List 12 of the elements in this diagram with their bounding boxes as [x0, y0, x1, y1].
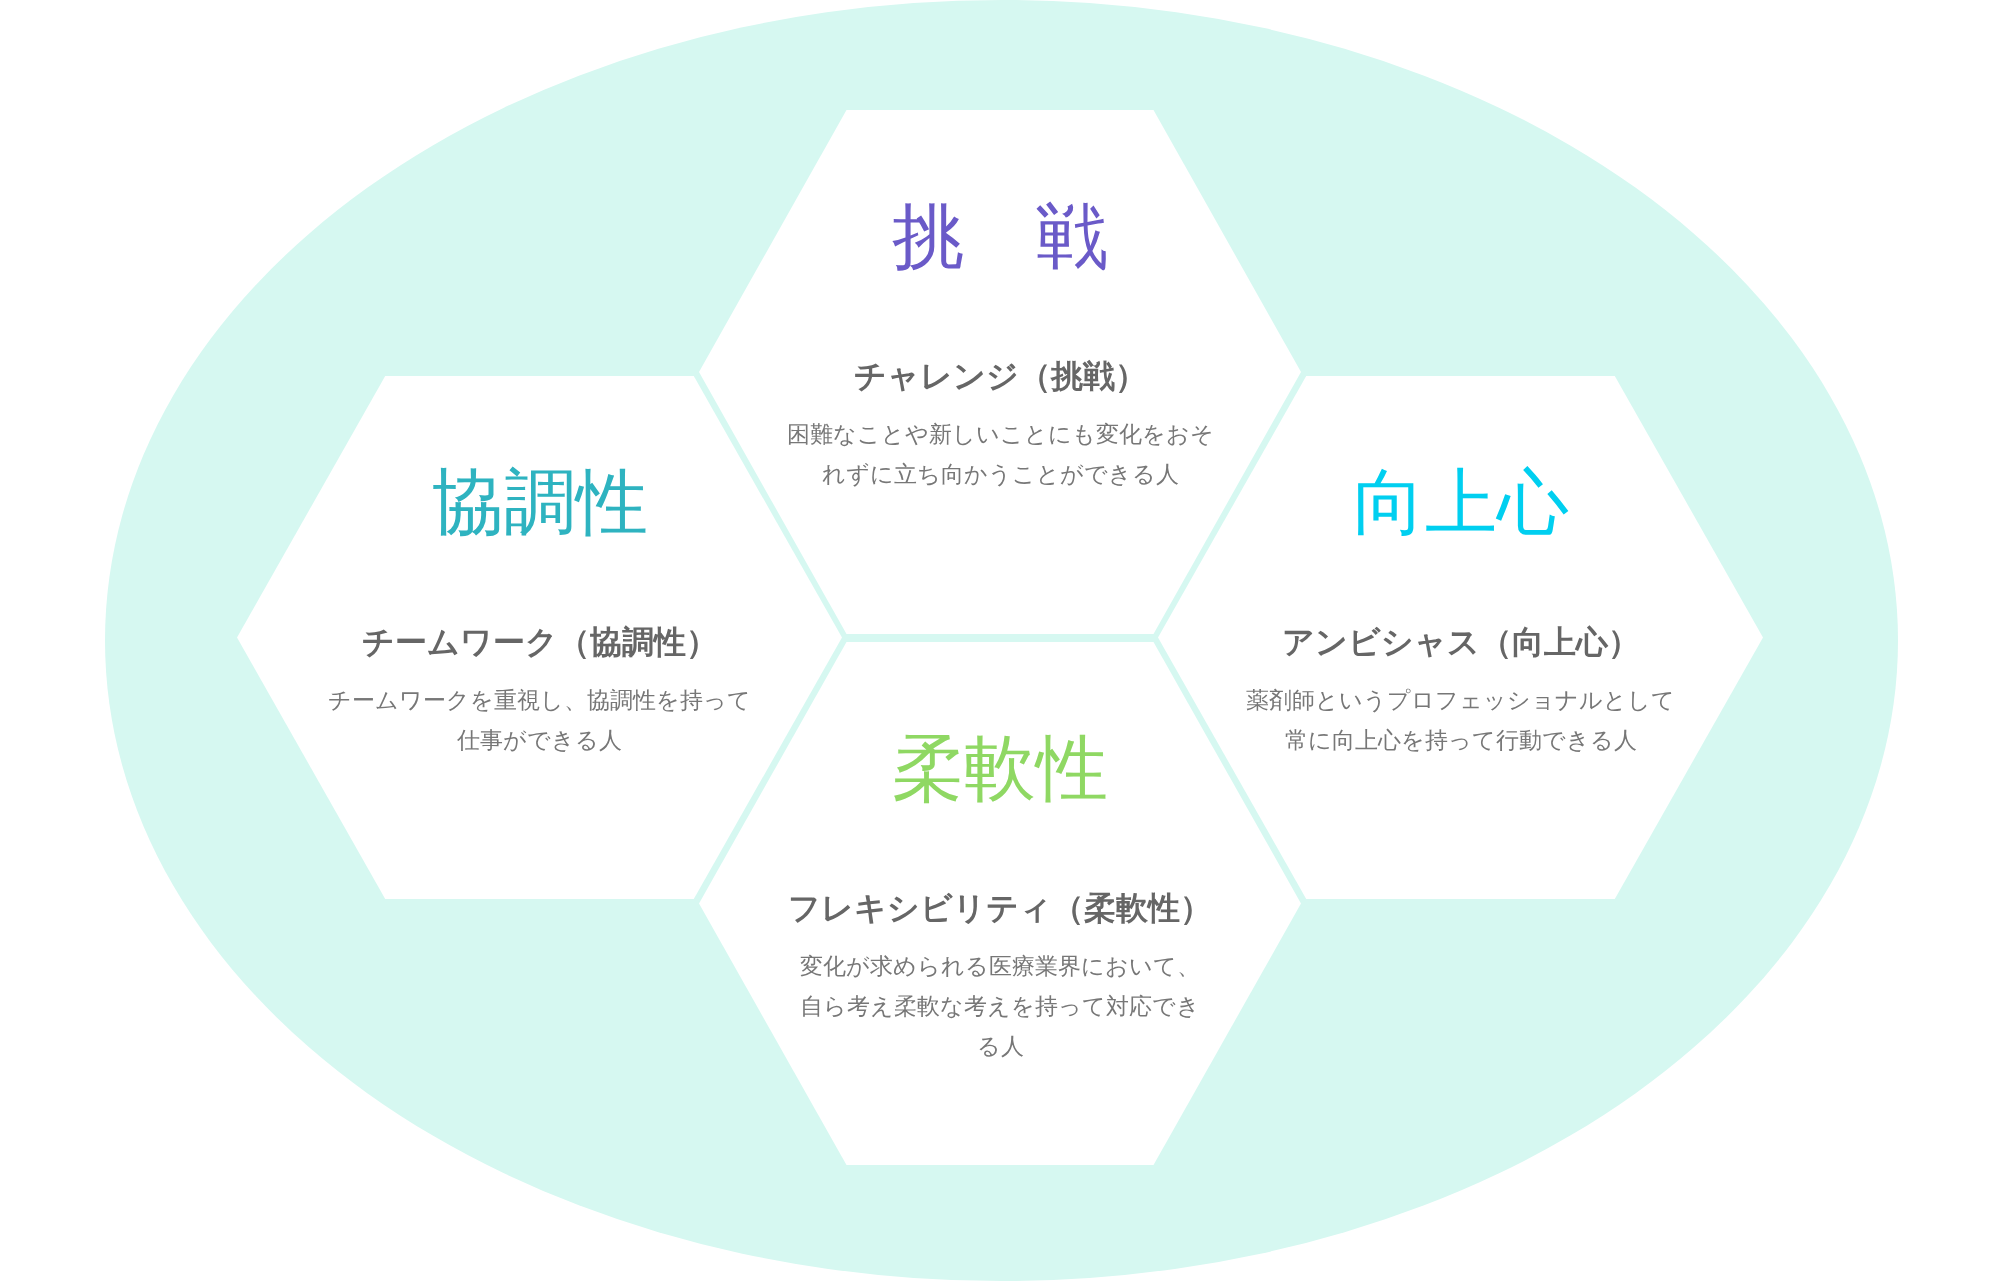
description: チームワークを重視し、協調性を持って仕事ができる人	[327, 686, 752, 755]
subheading: チャレンジ（挑戦）	[853, 356, 1147, 396]
heading: 柔軟性	[892, 726, 1108, 810]
subheading: チームワーク（協調性）	[361, 622, 718, 662]
heading: 向上心	[1352, 460, 1569, 544]
heading: 挑 戦	[892, 194, 1108, 278]
subheading: フレキシビリティ（柔軟性）	[788, 888, 1212, 928]
heading: 協調性	[431, 460, 648, 544]
description: 困難なことや新しいことにも変化をおそれずに立ち向かうことができる人	[785, 420, 1215, 489]
description: 変化が求められる医療業界において、自ら考え柔軟な考えを持って対応できる人	[799, 952, 1201, 1061]
description: 薬剤師というプロフェッショナルとして常に向上心を持って行動できる人	[1245, 686, 1676, 755]
subheading: アンビシャス（向上心）	[1281, 622, 1640, 662]
